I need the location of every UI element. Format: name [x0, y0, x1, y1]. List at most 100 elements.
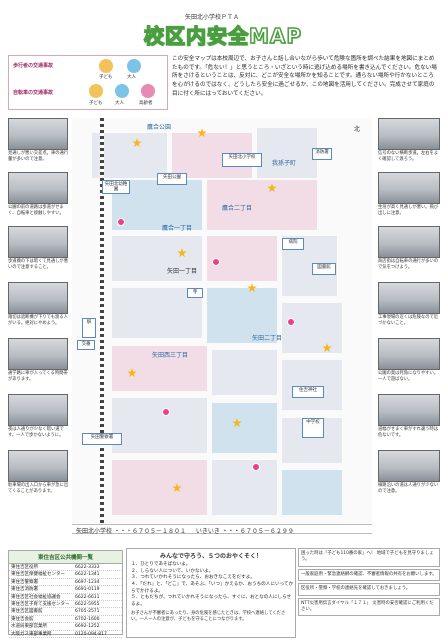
photo-11	[378, 282, 440, 314]
temple-label: 寺	[187, 288, 203, 298]
danger-star-icon	[232, 418, 242, 428]
adult-pedestrian-icon	[127, 59, 141, 73]
legend: 歩行者の交通事故 子ども 大人 自転車の交通事故 子ども 大人 高齢者	[8, 55, 168, 110]
accident-pin-icon	[287, 318, 295, 326]
legend-bicycle-label: 自転車の交通事故	[13, 90, 54, 96]
map-block	[212, 350, 277, 395]
senior-bicycle-icon	[141, 84, 155, 98]
contact-bar: 矢田北小学校 ・・・６７０５－１８０１ いきいき ・・・６７０５－６２９９	[72, 524, 372, 535]
photo-3	[8, 226, 68, 258]
contact-phone-2: ・・・６７０５－６２９９	[221, 528, 294, 535]
adult-bicycle-icon	[115, 84, 129, 98]
danger-star-icon	[322, 343, 332, 353]
danger-star-icon	[247, 283, 257, 293]
fire-label: 消防署	[312, 148, 332, 160]
pta-label: 矢田北小学校ＰＴＡ	[185, 14, 240, 21]
map-block	[282, 360, 342, 410]
page-title: 校区内安全MAP	[143, 23, 303, 49]
photo-12	[378, 338, 440, 370]
area-4-label: 矢田二丁目	[252, 335, 283, 342]
info-panel: 困った時は「子ども110番の家」へ！ 地域で子どもを見守りましょう。 一般家庭用…	[298, 548, 440, 638]
area-1-label: 鷹合一丁目	[162, 225, 193, 232]
contact-kids: いきいき	[195, 528, 220, 535]
photo-3-caption: 歩道橋の下は暗くて見通しが悪いので注意すること。	[8, 259, 69, 270]
pledge-item: １．ひとりであそばないよ。	[131, 562, 191, 567]
photo-13-caption: 道幅がせまく車がすれ違う時は危ないです。	[378, 427, 439, 438]
photo-9-caption: 生垣が高く見通しが悪い。飛び出しに注意。	[378, 205, 439, 216]
photo-5	[8, 338, 68, 370]
photo-11-caption: 工事現場の近くは危険なので近づかないこと。	[378, 315, 439, 326]
pledge-footer: お子さんが不審者にあったり、身の危険を感じたときは、学校へ連絡してください。一人…	[131, 610, 286, 622]
park-2-label: 矢田公園	[157, 173, 187, 185]
danger-star-icon	[132, 138, 142, 148]
legend-pedestrian-child: 子ども	[99, 75, 113, 80]
danger-star-icon	[267, 183, 277, 193]
map-block	[112, 398, 207, 453]
photo-7-caption: 駐車場の出入口から車が急に出てくることがあります。	[8, 483, 69, 494]
photo-2-caption: 公園の前の道路は歩道がせまく、自転車と接触しやすい。	[8, 205, 64, 216]
map-block	[212, 460, 277, 515]
pledge-title: みんなで守ろう、５つのおやくそく！	[159, 553, 262, 560]
map-block	[207, 180, 317, 230]
legend-pedestrian-label: 歩行者の交通事故	[13, 63, 54, 69]
photo-7	[8, 450, 68, 482]
info-box-4: NTT災害用伝言ダイヤル「１７１」 災害時の安否確認にご利用ください。	[298, 597, 440, 617]
north-label: 北	[354, 126, 361, 133]
pledge-item: ３．つれていかれそうになったら、おおきなこえをだすよ。	[131, 575, 255, 581]
accident-pin-icon	[252, 463, 260, 471]
photo-4-caption: 踏切は遮断機が下りても渡る人がいる。絶対にやめよう。	[8, 315, 68, 326]
library-label: 図書館	[312, 263, 336, 275]
info-box-2: 一般家庭用・緊急連絡網の確認、不審者情報の共有をお願いします。	[298, 568, 440, 582]
accident-pin-icon	[117, 218, 125, 226]
pledge-box: みんなで守ろう、５つのおやくそく！ １．ひとりであそばないよ。 ２．しらない人に…	[126, 548, 296, 638]
koban-label: 交番	[77, 340, 95, 350]
railway-line	[100, 118, 104, 523]
area-2-label: 鷹合二丁目	[222, 205, 253, 212]
legend-bicycle-adult: 大人	[115, 101, 124, 106]
map-block	[212, 403, 277, 453]
map-block	[257, 128, 317, 178]
photo-8	[378, 118, 440, 150]
photo-10-caption: 商店街は自転車の通行が多いので気をつけよう。	[378, 259, 439, 270]
child-bicycle-icon	[89, 84, 103, 98]
intro-text: この安全マップは本校周辺で、お子さんと話し合いながら歩いて危険な箇所を調べた結果…	[172, 56, 437, 97]
station-label: 駅	[82, 318, 96, 338]
safety-map: 矢田北小学校 鷹合公園 鷹合一丁目 鷹合二丁目 矢田西三丁目 矢田二丁目 矢田一…	[72, 118, 372, 523]
area-5-label: 矢田一丁目	[167, 268, 198, 275]
photo-14	[378, 450, 440, 482]
photo-1-caption: 見通しが悪い交差点。車の通行量が多いので注意。	[8, 151, 69, 162]
photo-1	[8, 118, 68, 150]
legend-pedestrian-adult: 大人	[127, 75, 136, 80]
child-pedestrian-icon	[99, 59, 113, 73]
pledge-item: ２．しらない人について、いかないよ。	[131, 568, 214, 574]
school-label: 矢田北小学校	[222, 153, 262, 167]
area-3-label: 矢田西三丁目	[152, 352, 189, 359]
map-block	[112, 236, 202, 281]
photo-9	[378, 172, 440, 204]
jhs-label: 中学校	[302, 418, 324, 438]
info-box-1: 困った時は「子ども110番の家」へ！ 地域で子どもを見守りましょう。	[298, 548, 440, 567]
title-shadow: 校区内安全MAP	[144, 25, 304, 49]
photo-6-caption: 夜は人通りが少なく暗い道です。一人で歩かないように。	[8, 427, 64, 438]
photo-2	[8, 172, 68, 204]
shrine-label: 住吉神社	[292, 386, 324, 398]
pledge-item: ５．ともだちが、つれていかれそうになったら、すぐに、おとなの人にしらせるよ。	[131, 595, 292, 607]
kindergarten-label: 矢田北幼稚園	[102, 180, 130, 194]
contact-phone-1: ・・・６７０５－１８０１	[113, 528, 186, 535]
map-block	[112, 460, 207, 515]
map-block	[112, 346, 207, 391]
map-block	[92, 133, 167, 178]
org-table-title: 東住吉区公共機関一覧	[9, 551, 122, 564]
accident-pin-icon	[162, 408, 170, 416]
